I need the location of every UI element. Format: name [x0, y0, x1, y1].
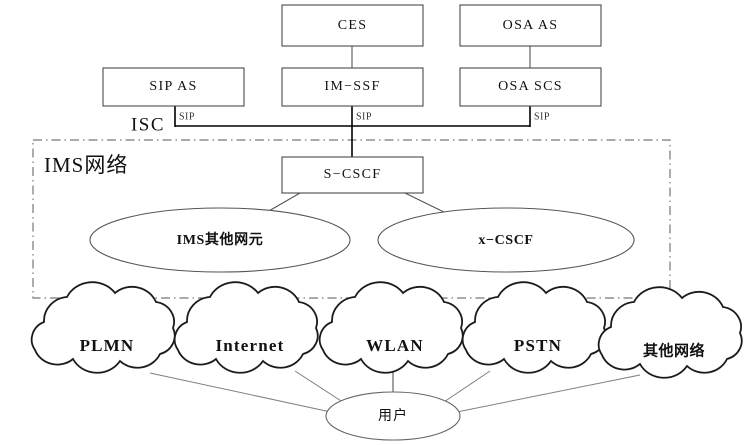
node-osa-scs-label: OSA SCS: [498, 79, 563, 94]
cloud-internet[interactable]: Internet: [173, 281, 319, 374]
sip-label-imssf: SIP: [356, 111, 372, 122]
cloud-wlan-label: WLAN: [366, 336, 424, 355]
cloud-pstn[interactable]: PSTN: [461, 281, 607, 374]
node-osa-scs[interactable]: OSA SCS: [459, 67, 602, 107]
node-ces-label: CES: [338, 18, 368, 33]
connector-other-network-to-user: [446, 374, 641, 415]
node-ims-other-elements[interactable]: IMS其他网元: [89, 207, 351, 273]
node-im-ssf[interactable]: IM−SSF: [281, 67, 424, 107]
isc-label: ISC: [131, 114, 165, 135]
node-x-cscf[interactable]: x−CSCF: [377, 207, 635, 273]
node-sip-as-label: SIP AS: [149, 79, 197, 94]
ims-network-region-label: IMS网络: [44, 153, 128, 177]
cloud-internet-label: Internet: [215, 336, 284, 355]
cloud-wlan[interactable]: WLAN: [318, 281, 464, 374]
node-im-ssf-label: IM−SSF: [324, 79, 380, 94]
connector-plmn-to-user: [149, 372, 341, 415]
sip-label-osascs: SIP: [534, 111, 550, 122]
cloud-plmn[interactable]: PLMN: [30, 281, 176, 374]
node-ces[interactable]: CES: [281, 4, 424, 47]
node-user-label: 用户: [378, 407, 408, 424]
node-s-cscf-label: S−CSCF: [324, 167, 382, 182]
cloud-other-network-label: 其他网络: [643, 341, 705, 359]
cloud-other-network[interactable]: 其他网络: [597, 286, 743, 379]
sip-label-sipas: SIP: [179, 111, 195, 122]
node-user[interactable]: 用户: [325, 391, 461, 441]
node-x-cscf-label: x−CSCF: [478, 233, 533, 248]
node-sip-as[interactable]: SIP AS: [102, 67, 245, 107]
node-osa-as[interactable]: OSA AS: [459, 4, 602, 47]
node-s-cscf[interactable]: S−CSCF: [281, 156, 424, 194]
cloud-plmn-label: PLMN: [80, 336, 135, 355]
node-osa-as-label: OSA AS: [503, 18, 559, 33]
cloud-pstn-label: PSTN: [514, 336, 562, 355]
node-ims-other-elements-label: IMS其他网元: [177, 231, 264, 248]
